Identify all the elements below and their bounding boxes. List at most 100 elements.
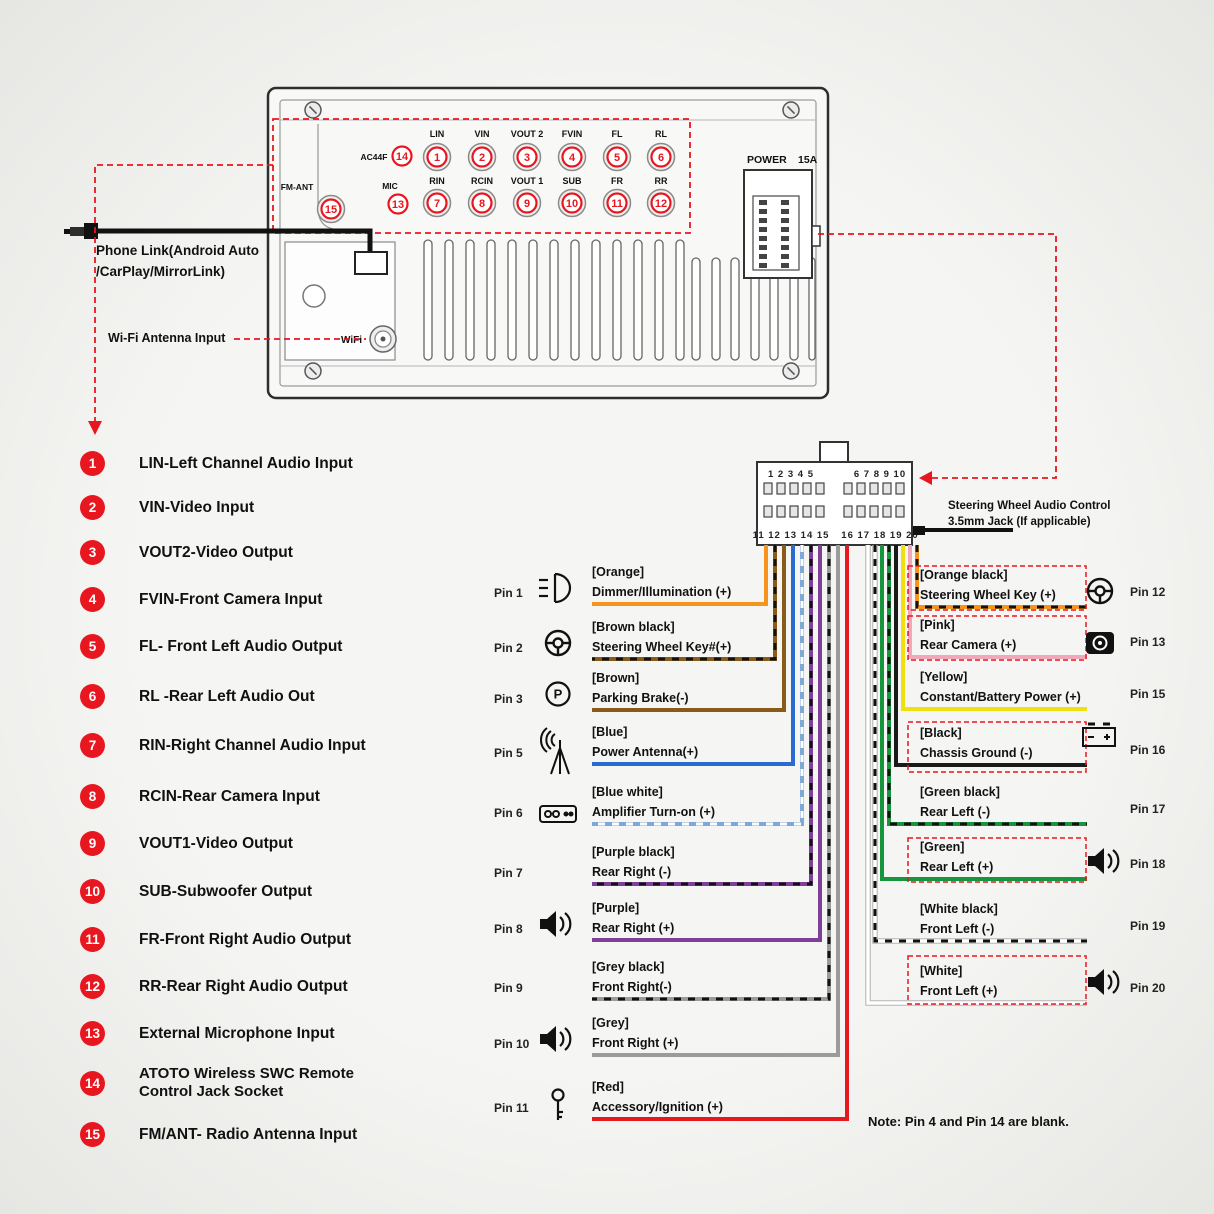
pin-number-label: Pin 18 — [1130, 857, 1166, 871]
legend-label: FM/ANT- Radio Antenna Input — [139, 1125, 358, 1143]
svg-text:8: 8 — [479, 198, 485, 210]
legend-item: 5 FL- Front Left Audio Output — [80, 634, 342, 659]
wire-label: [Green]Rear Left (+) — [920, 840, 994, 874]
pin-number-label: Pin 12 — [1130, 585, 1166, 599]
wire-label: [Orange black]Steering Wheel Key (+) — [920, 568, 1056, 602]
pin-number-label: Pin 5 — [494, 746, 523, 760]
mounting-hole — [302, 284, 326, 308]
svg-text:1: 1 — [434, 152, 440, 164]
fm-ant-jack: 15 — [316, 194, 346, 224]
svg-text:11 12 13 14 15: 11 12 13 14 15 — [753, 530, 830, 541]
svg-text:14: 14 — [396, 151, 409, 163]
svg-text:5: 5 — [614, 152, 620, 164]
svg-text:15: 15 — [325, 204, 337, 216]
screw-icon — [782, 362, 800, 380]
legend-number-badge: 1 — [80, 451, 105, 476]
pin-number-label: Pin 8 — [494, 922, 523, 936]
wire-label: [Red]Accessory/Ignition (+) — [592, 1080, 723, 1114]
wifi-antenna-connector: WiFi — [341, 325, 397, 353]
rca-jack: 9 — [512, 188, 542, 218]
legend-number-badge: 7 — [80, 733, 105, 758]
pin-number-label: Pin 9 — [494, 981, 523, 995]
svg-text:10: 10 — [566, 198, 578, 210]
screw-icon — [304, 101, 322, 119]
pin-number-label: Pin 16 — [1130, 743, 1166, 757]
arrow-down-icon — [88, 421, 102, 435]
svg-text:3: 3 — [524, 152, 530, 164]
mic-jack: 13 — [387, 193, 409, 215]
svg-text:RIN: RIN — [429, 176, 445, 186]
pin-number-label: Pin 10 — [494, 1037, 530, 1051]
rca-jack: 7 — [422, 188, 452, 218]
parking-brake-icon: P — [545, 681, 571, 707]
swc-line2: 3.5mm Jack (If applicable) — [948, 516, 1091, 528]
speaker-icon — [1088, 848, 1120, 874]
legend-number-badge: 10 — [80, 879, 105, 904]
legend-number-badge: 5 — [80, 634, 105, 659]
wire-label: [Blue]Power Antenna(+) — [592, 725, 699, 759]
speaker-icon — [540, 911, 572, 937]
legend-number-badge: 2 — [80, 495, 105, 520]
legend-label: RCIN-Rear Camera Input — [139, 787, 320, 805]
svg-text:1 2 3 4 5: 1 2 3 4 5 — [768, 469, 814, 480]
legend-number-badge: 3 — [80, 540, 105, 565]
pin-number-label: Pin 7 — [494, 866, 523, 880]
svg-text:4: 4 — [569, 152, 576, 164]
pin-number-label: Pin 6 — [494, 806, 523, 820]
wire-label: [Yellow]Constant/Battery Power (+) — [920, 670, 1081, 704]
wire-label: [Blue white]Amplifier Turn-on (+) — [592, 785, 716, 819]
legend-label: SUB-Subwoofer Output — [139, 882, 313, 900]
svg-text:WiFi: WiFi — [341, 335, 362, 346]
usb-port — [354, 251, 388, 275]
wire-label: [White black]Front Left (-) — [920, 902, 998, 936]
wire-label: [Green black]Rear Left (-) — [920, 785, 1000, 819]
svg-text:SUB: SUB — [562, 176, 582, 186]
svg-text:RCIN: RCIN — [471, 176, 493, 186]
steering-wheel-icon — [1086, 577, 1114, 605]
rca-jack: 2 — [467, 142, 497, 172]
svg-text:AC44F: AC44F — [361, 152, 388, 162]
wire-label: [Brown black]Steering Wheel Key#(+) — [592, 620, 732, 654]
phone-link-callout: Phone Link(Android Auto /CarPlay/MirrorL… — [96, 240, 259, 282]
blank-pins-note: Note: Pin 4 and Pin 14 are blank. — [868, 1114, 1069, 1129]
phone-link-line1: Phone Link(Android Auto — [96, 243, 259, 258]
legend-number-badge: 6 — [80, 684, 105, 709]
phone-link-cable — [64, 223, 388, 275]
legend-number-badge: 14 — [80, 1070, 105, 1096]
svg-text:2: 2 — [479, 152, 485, 164]
wire-label: [Orange]Dimmer/Illumination (+) — [592, 565, 732, 599]
svg-text:6 7 8 9 10: 6 7 8 9 10 — [854, 469, 906, 480]
svg-text:MIC: MIC — [382, 181, 398, 191]
svg-text:FR: FR — [611, 176, 623, 186]
svg-text:7: 7 — [434, 198, 440, 210]
legend-number-badge: 12 — [80, 974, 105, 999]
power-connector: POWER 15A — [743, 154, 821, 279]
svg-text:RL: RL — [655, 129, 667, 139]
pin-number-label: Pin 17 — [1130, 802, 1166, 816]
svg-text:VOUT 2: VOUT 2 — [511, 129, 544, 139]
rca-jack: 8 — [467, 188, 497, 218]
legend-label: RIN-Right Channel Audio Input — [139, 736, 366, 754]
pin-number-label: Pin 3 — [494, 692, 523, 706]
svg-text:12: 12 — [655, 198, 667, 210]
svg-text:FM-ANT: FM-ANT — [281, 182, 314, 192]
legend-label: FR-Front Right Audio Output — [139, 930, 352, 948]
svg-text:9: 9 — [524, 198, 530, 210]
pin-number-label: Pin 20 — [1130, 981, 1166, 995]
svg-text:FL: FL — [612, 129, 623, 139]
headlight-icon — [539, 572, 572, 604]
legend-label: FL- Front Left Audio Output — [139, 637, 343, 655]
rca-connector-area: LIN VIN VOUT 2 FVIN FL RL 1 2 3 4 5 6 RI… — [272, 118, 691, 234]
arrow-left-icon — [919, 471, 932, 485]
pin-number-label: Pin 1 — [494, 586, 523, 600]
svg-text:13: 13 — [392, 199, 404, 211]
rca-jack: 1 — [422, 142, 452, 172]
wire-label: [Grey black]Front Right(-) — [592, 960, 672, 994]
screw-icon — [782, 101, 800, 119]
